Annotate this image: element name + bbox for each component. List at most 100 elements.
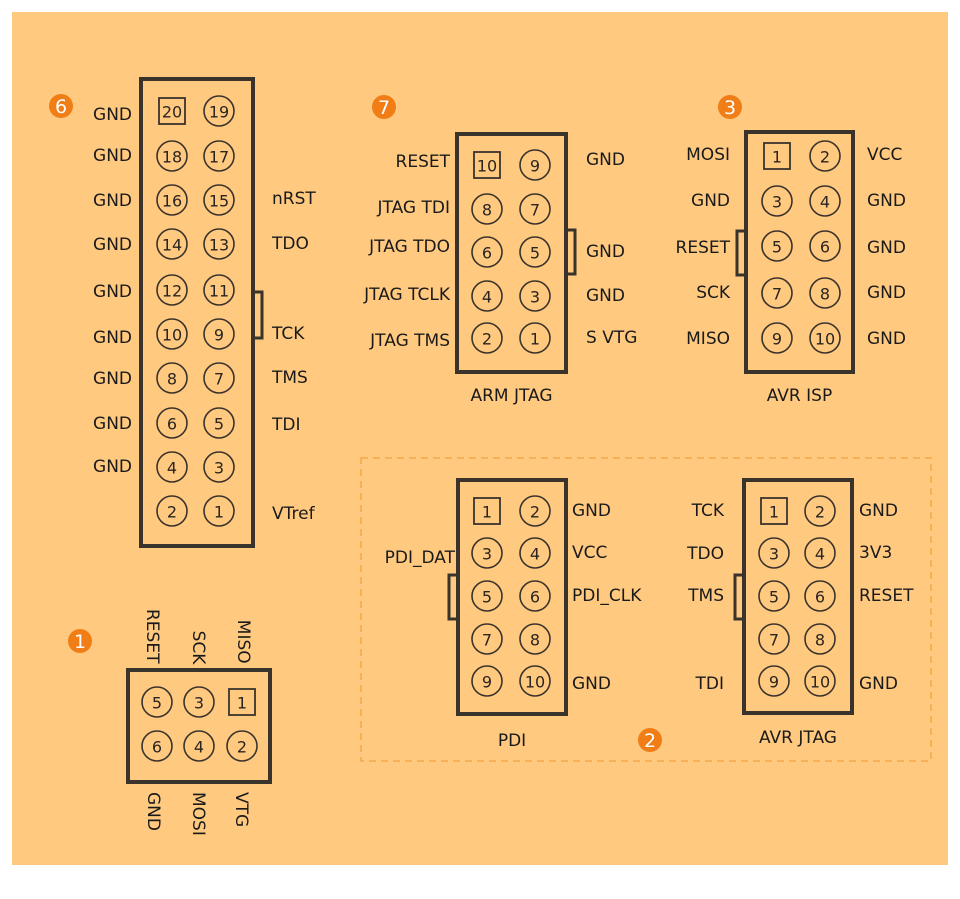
pin-number: 2 — [167, 503, 177, 522]
pin-number: 7 — [530, 201, 540, 220]
pin-circle-outline — [156, 274, 188, 306]
pin-number: 3 — [214, 459, 224, 478]
pin: 5 — [471, 580, 503, 612]
pin-number: 13 — [209, 236, 229, 255]
pin-circle-outline — [519, 193, 551, 225]
pin-number: 6 — [482, 244, 492, 263]
pin-circle-outline — [471, 322, 503, 354]
pin-number: 4 — [530, 545, 540, 564]
pin: 14 — [156, 228, 188, 260]
pin: 4 — [183, 730, 215, 762]
pin: 17 — [203, 140, 235, 172]
right-signal-label: GND — [867, 191, 906, 211]
pin: 4 — [519, 537, 551, 569]
pin-circle-outline — [203, 407, 235, 439]
pin-number: 1 — [214, 503, 224, 522]
pin-number: 6 — [530, 588, 540, 607]
right-signal-label: GND — [586, 286, 625, 306]
pin-number: 10 — [477, 157, 497, 176]
connector-caption: PDI — [498, 731, 526, 751]
pin-circle-outline — [156, 318, 188, 350]
pin-circle-outline — [804, 580, 836, 612]
pin-number: 5 — [530, 244, 540, 263]
pin: 3 — [761, 185, 793, 217]
pin: 1 — [519, 322, 551, 354]
pin-number: 5 — [769, 588, 779, 607]
pin: 10 — [519, 665, 551, 697]
pin-square-outline — [473, 151, 501, 179]
pin-number: 3 — [772, 193, 782, 212]
badge-2: 2 — [638, 728, 662, 752]
pin-circle-outline — [809, 230, 841, 262]
pin-number: 5 — [152, 694, 162, 713]
pin-circle-outline — [519, 537, 551, 569]
pin-number: 4 — [820, 193, 830, 212]
pin: 7 — [203, 362, 235, 394]
pin-circle-outline — [471, 280, 503, 312]
pin: 5 — [761, 230, 793, 262]
pin-number: 18 — [162, 148, 182, 167]
badge-number: 3 — [724, 97, 736, 119]
right-signal-label: GND — [867, 238, 906, 258]
right-signal-label: PDI_CLK — [572, 586, 642, 606]
pin: 8 — [809, 277, 841, 309]
pin-circle-outline — [156, 451, 188, 483]
pin-number: 2 — [815, 503, 825, 522]
pin-number: 9 — [214, 326, 224, 345]
right-signal-label: VCC — [572, 543, 607, 563]
pin: 5 — [519, 236, 551, 268]
connector-caption: ARM JTAG — [470, 386, 552, 406]
badge-7: 7 — [372, 95, 396, 119]
connector-body — [126, 668, 272, 784]
pin-number: 4 — [815, 545, 825, 564]
pin-number: 20 — [162, 103, 182, 122]
pin-circle-outline — [758, 537, 790, 569]
pin-1-square: 1 — [473, 497, 501, 525]
pin: 10 — [804, 665, 836, 697]
pin: 6 — [471, 236, 503, 268]
pin-circle-outline — [519, 280, 551, 312]
pin-number: 6 — [815, 588, 825, 607]
pin: 13 — [203, 228, 235, 260]
pin-number: 9 — [769, 673, 779, 692]
pin-number: 4 — [194, 738, 204, 757]
pin-number: 9 — [482, 673, 492, 692]
pin-square-outline — [763, 142, 791, 170]
pin-circle-outline — [141, 730, 173, 762]
left-signal-label: JTAG TDO — [368, 237, 450, 257]
pin-number: 8 — [482, 201, 492, 220]
pin: 16 — [156, 184, 188, 216]
key-notch — [733, 573, 746, 621]
bottom-signal-label: VTG — [231, 792, 251, 827]
pin-circle-outline — [471, 236, 503, 268]
left-signal-label: RESET — [396, 152, 451, 172]
right-signal-label: S VTG — [586, 328, 637, 348]
pin: 8 — [156, 362, 188, 394]
pin: 9 — [471, 665, 503, 697]
pin-circle-outline — [519, 580, 551, 612]
left-signal-label: GND — [93, 105, 132, 125]
pin: 5 — [203, 407, 235, 439]
pin: 2 — [156, 495, 188, 527]
pin: 3 — [519, 280, 551, 312]
pin-circle-outline — [471, 580, 503, 612]
pin-circle-outline — [471, 193, 503, 225]
key-notch — [447, 573, 460, 621]
pin-circle-outline — [156, 495, 188, 527]
pin-circle-outline — [758, 623, 790, 655]
pin-circle-outline — [156, 407, 188, 439]
pin-circle-outline — [156, 140, 188, 172]
pin-number: 1 — [482, 503, 492, 522]
pin-number: 6 — [167, 415, 177, 434]
pin: 4 — [471, 280, 503, 312]
pin-1-square: 1 — [763, 142, 791, 170]
pin: 7 — [761, 277, 793, 309]
pin-circle-outline — [519, 665, 551, 697]
pin-number: 16 — [162, 192, 182, 211]
pin: 4 — [809, 185, 841, 217]
badge-number: 7 — [378, 97, 390, 119]
pin-circle-outline — [761, 185, 793, 217]
left-signal-label: TDO — [686, 544, 724, 564]
